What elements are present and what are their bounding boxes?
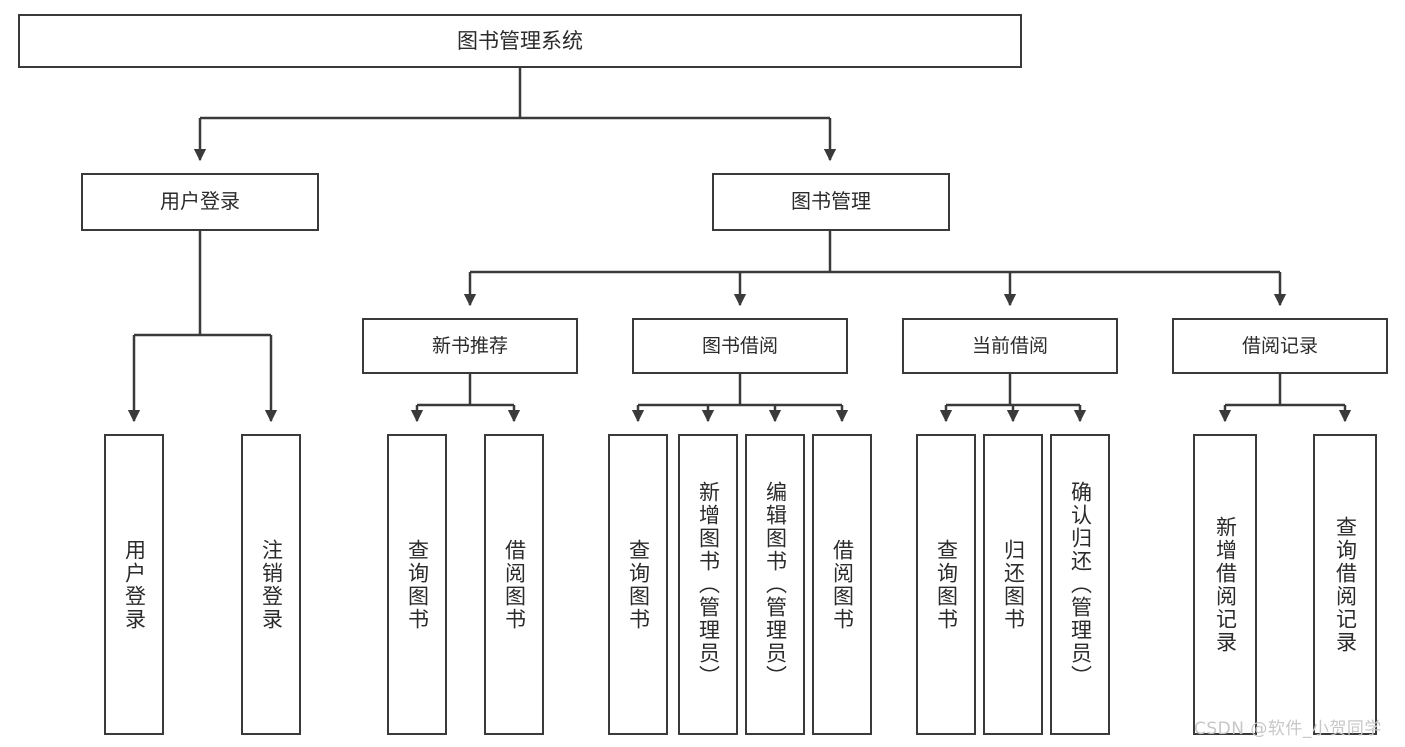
leaf-user-login[interactable]: 用户登录 [104,434,164,735]
node-book-management-system[interactable]: 图书管理系统 [18,14,1022,68]
node-user-login[interactable]: 用户登录 [81,173,319,231]
node-label: 用户登录 [160,189,240,214]
node-label: 借阅图书 [502,538,527,631]
node-label: 用户登录 [122,538,147,631]
node-label: 查询图书 [405,538,430,631]
node-label: 新书推荐 [431,334,508,357]
node-label: 当前借阅 [971,334,1048,357]
node-label: 编辑图书（管理员） [763,481,788,688]
node-book-borrowing[interactable]: 图书借阅 [632,318,848,374]
node-label: 查询图书 [626,538,651,631]
node-label: 确认归还（管理员） [1068,481,1093,688]
node-book-management[interactable]: 图书管理 [712,173,950,231]
leaf-borrow-book[interactable]: 借阅图书 [812,434,872,735]
node-new-book-recommendation[interactable]: 新书推荐 [362,318,578,374]
node-label: 图书管理系统 [457,28,583,53]
leaf-query-borrowing-record[interactable]: 查询借阅记录 [1313,434,1377,735]
leaf-edit-book-admin[interactable]: 编辑图书（管理员） [745,434,805,735]
node-borrowing-record[interactable]: 借阅记录 [1172,318,1388,374]
node-label: 借阅图书 [830,538,855,631]
node-label: 借阅记录 [1241,334,1318,357]
node-label: 新增借阅记录 [1213,515,1238,654]
node-label: 图书管理 [791,189,871,214]
leaf-return-book[interactable]: 归还图书 [983,434,1043,735]
node-label: 查询图书 [934,538,959,631]
node-label: 图书借阅 [701,334,778,357]
node-label: 查询借阅记录 [1333,515,1358,654]
node-current-borrowing[interactable]: 当前借阅 [902,318,1118,374]
leaf-add-book-admin[interactable]: 新增图书（管理员） [678,434,738,735]
csdn-watermark: CSDN @软件_小贺同学 [1194,719,1382,739]
leaf-query-book-borrowing[interactable]: 查询图书 [608,434,668,735]
leaf-logout[interactable]: 注销登录 [241,434,301,735]
leaf-borrow-book-recommendation[interactable]: 借阅图书 [484,434,544,735]
leaf-query-book-recommendation[interactable]: 查询图书 [387,434,447,735]
leaf-add-borrowing-record[interactable]: 新增借阅记录 [1193,434,1257,735]
node-label: 归还图书 [1001,538,1026,631]
node-label: 新增图书（管理员） [696,481,721,688]
node-label: 注销登录 [259,538,284,631]
leaf-confirm-return-admin[interactable]: 确认归还（管理员） [1050,434,1110,735]
leaf-query-book-current[interactable]: 查询图书 [916,434,976,735]
